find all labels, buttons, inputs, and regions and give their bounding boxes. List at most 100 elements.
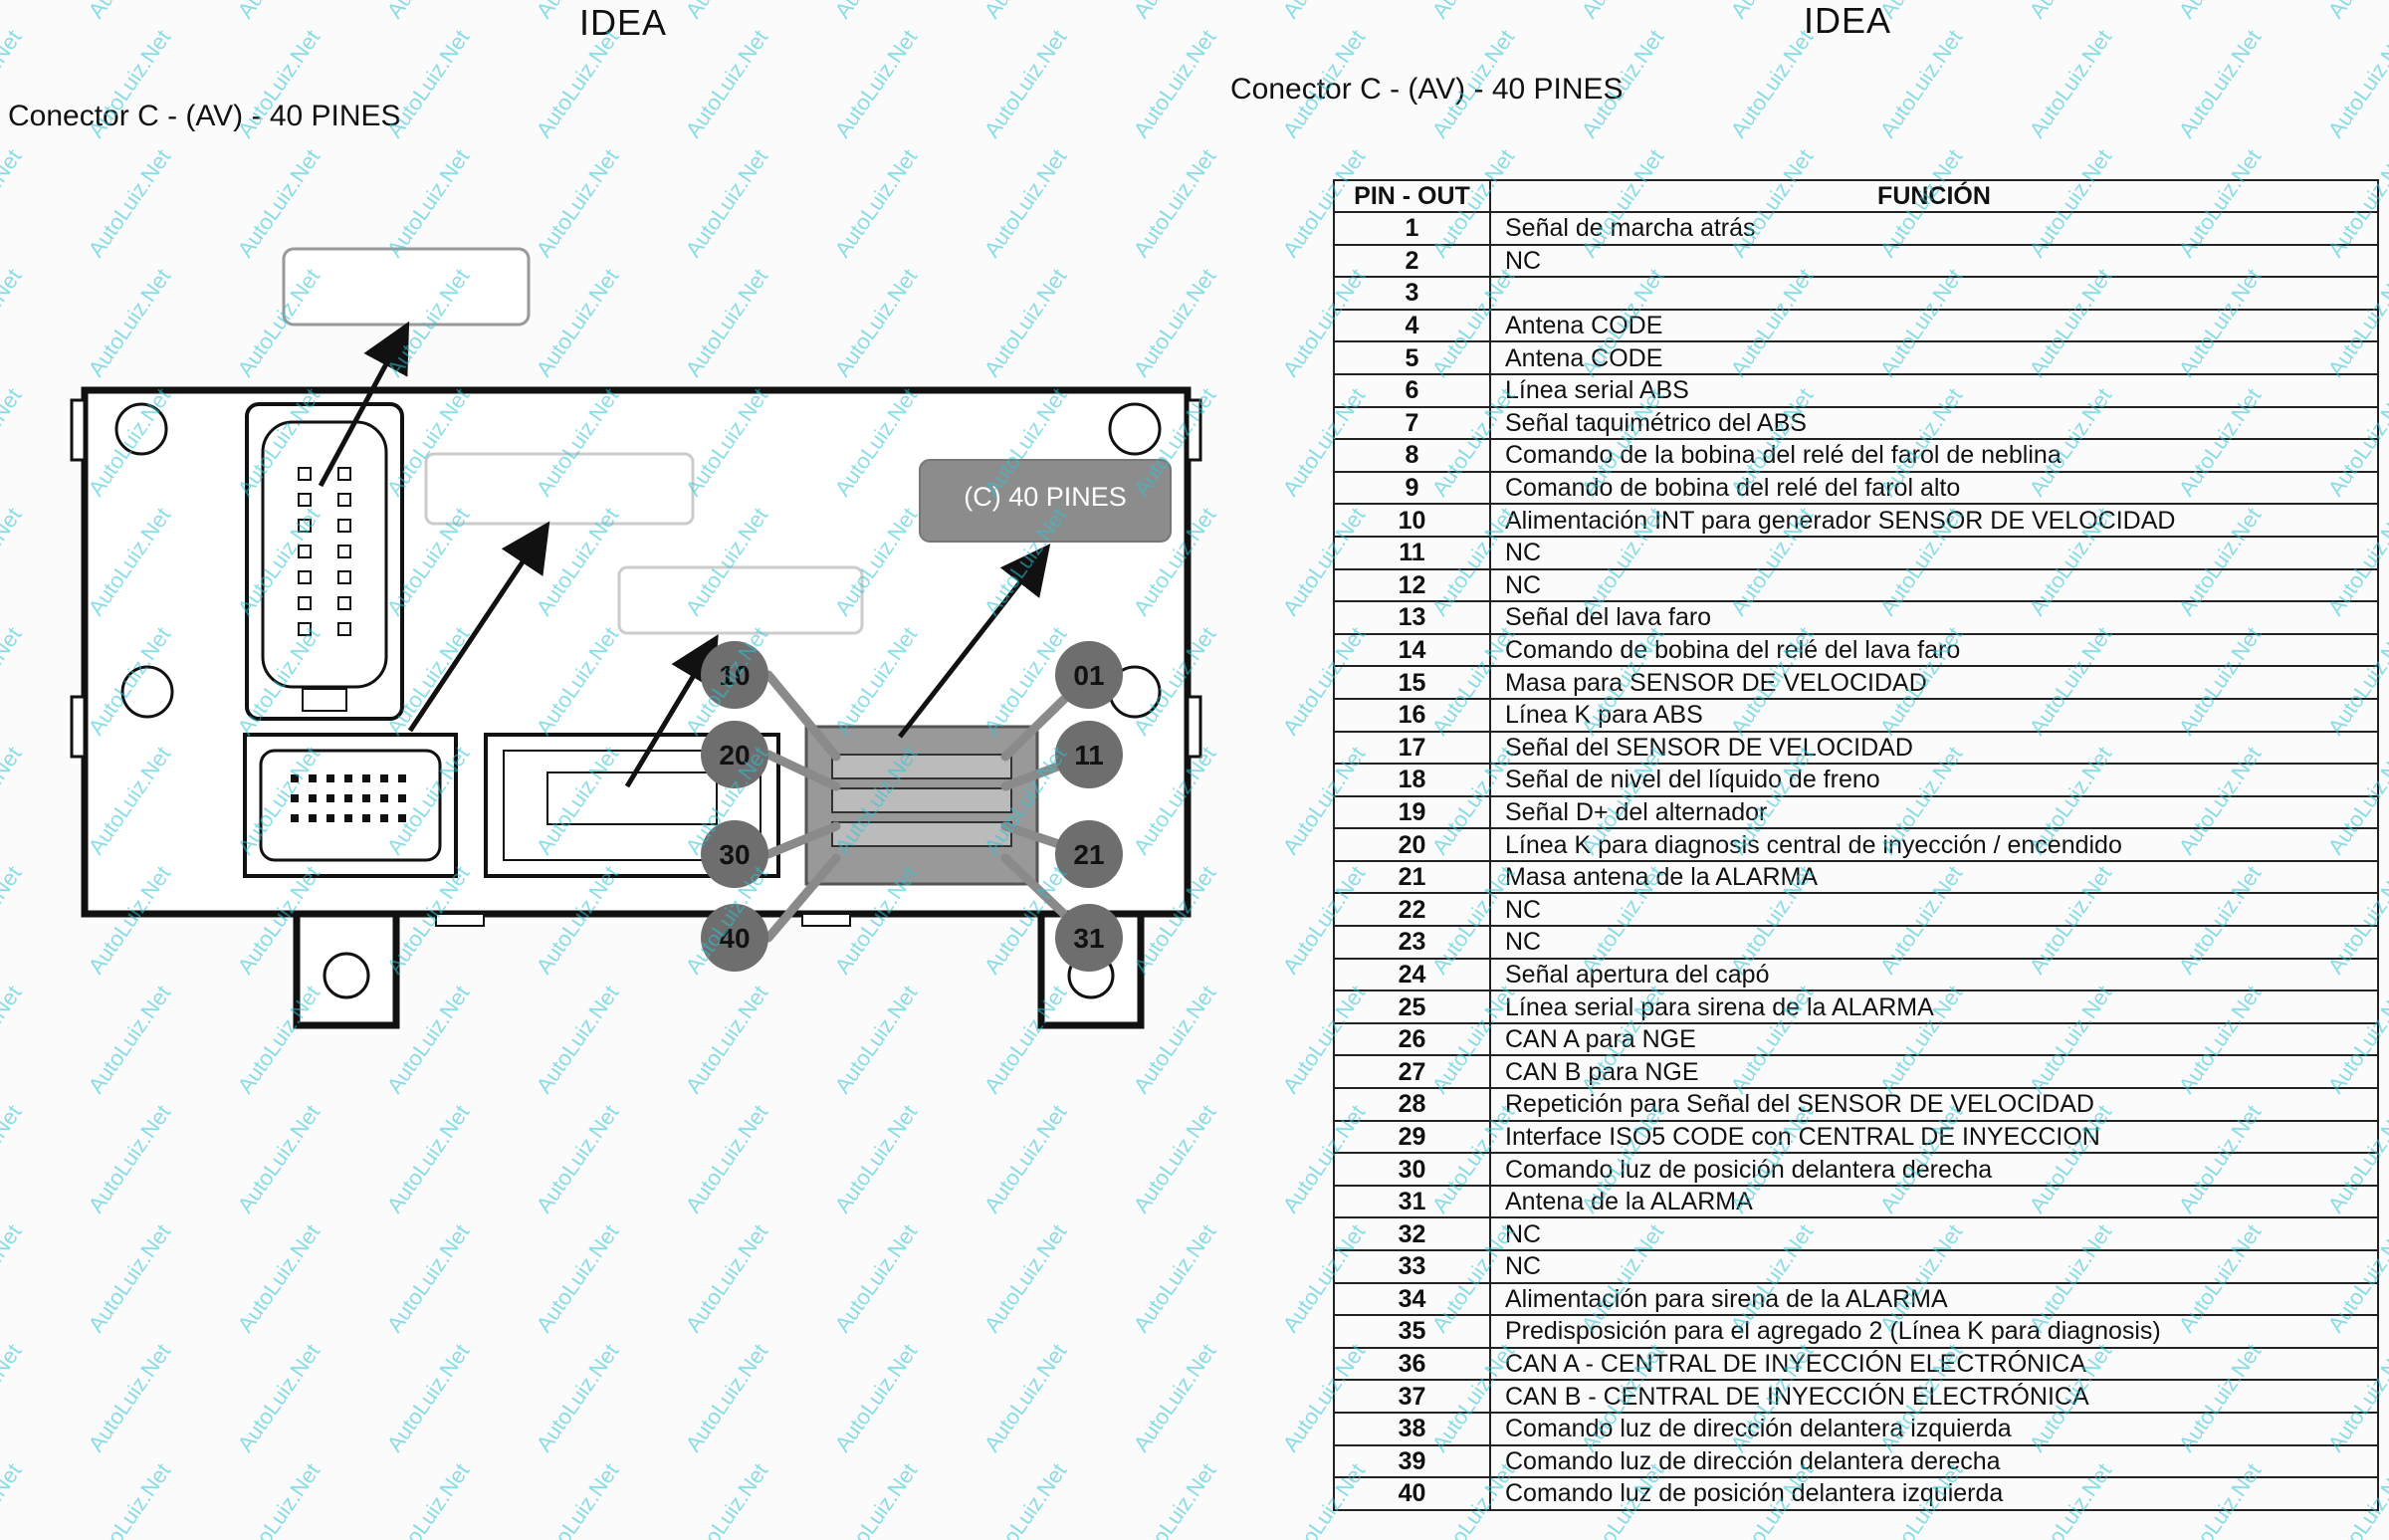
pin-number-cell: 35 (1333, 1314, 1491, 1349)
pin-number-cell: 8 (1333, 438, 1491, 473)
watermark-text: AutoLuiz.Net (1278, 0, 1371, 23)
pin-number-cell: 10 (1333, 503, 1491, 538)
watermark-text: AutoLuiz.Net (2323, 25, 2389, 142)
pin-number-cell: 36 (1333, 1346, 1491, 1382)
pin-function-cell: Predisposición para el agregado 2 (Línea… (1489, 1314, 2379, 1349)
pin-function-cell: Antena CODE (1489, 308, 2379, 343)
pin-function-cell: Interface ISO5 CODE con CENTRAL DE INYEC… (1489, 1119, 2379, 1155)
pin-function-cell: Señal de marcha atrás (1489, 211, 2379, 246)
pin-number-cell: 22 (1333, 892, 1491, 928)
pin-function-cell: Línea serial para sirena de la ALARMA (1489, 990, 2379, 1024)
empty-label-box (282, 247, 531, 327)
pin-number-cell: 1 (1333, 211, 1491, 246)
pin-marker: 40 (701, 904, 768, 972)
pin-marker-label: 40 (719, 923, 750, 954)
pin-marker-label: 31 (1073, 923, 1104, 954)
arrow-to-label (898, 544, 1051, 739)
pin-number-cell: 39 (1333, 1443, 1491, 1479)
pin-number-cell: 34 (1333, 1281, 1491, 1317)
pin-function-cell: Masa antena de la ALARMA (1489, 859, 2379, 895)
pin-marker: 20 (701, 721, 768, 788)
arrow-to-label (318, 321, 410, 488)
pin-number-cell: 29 (1333, 1119, 1491, 1155)
pin-number-cell: 19 (1333, 794, 1491, 830)
watermark-text: AutoLuiz.Net (1427, 0, 1520, 23)
pin-number-cell: 9 (1333, 470, 1491, 506)
pin-number-cell: 24 (1333, 957, 1491, 992)
pin-function-cell: NC (1489, 1216, 2379, 1251)
pin-number-cell: 15 (1333, 665, 1491, 700)
pin-function-cell: Comando de la bobina del relé del farol … (1489, 438, 2379, 473)
pin-function-cell: Repetición para Señal del SENSOR DE VELO… (1489, 1087, 2379, 1122)
empty-label-box (424, 452, 695, 526)
pin-marker: 31 (1055, 904, 1123, 972)
pin-number-cell: 17 (1333, 730, 1491, 766)
pin-number-cell: 20 (1333, 827, 1491, 862)
pin-function-cell: CAN B - CENTRAL DE INYECCIÓN ELECTRÓNICA (1489, 1379, 2379, 1414)
pin-marker-circle (1055, 641, 1123, 709)
pin-marker-circle (701, 721, 768, 788)
pin-number-cell: 40 (1333, 1476, 1491, 1511)
pin-marker-label: 01 (1073, 660, 1104, 691)
pin-number-cell: 13 (1333, 600, 1491, 635)
pin-function-cell: Alimentación INT para generador SENSOR D… (1489, 503, 2379, 538)
pin-marker-circle (701, 904, 768, 972)
pin-function-cell: Línea K para ABS (1489, 697, 2379, 733)
pin-number-cell: 14 (1333, 632, 1491, 668)
pin-marker-label: 21 (1073, 839, 1104, 870)
right-connector-title: Conector C - (AV) - 40 PINES (1230, 73, 1624, 106)
pin-function-cell: NC (1489, 535, 2379, 570)
pin-function-cell: CAN A para NGE (1489, 1021, 2379, 1057)
pin-marker-circle (1055, 721, 1123, 788)
pin-number-cell: 4 (1333, 308, 1491, 343)
pin-number-cell: 31 (1333, 1184, 1491, 1219)
pin-number-cell: 16 (1333, 697, 1491, 733)
pin-number-cell: 23 (1333, 925, 1491, 960)
pin-number-cell: 26 (1333, 1021, 1491, 1057)
pin-number-cell: 32 (1333, 1216, 1491, 1251)
pin-number-cell: 5 (1333, 340, 1491, 375)
pin-function-cell: Señal apertura del capó (1489, 957, 2379, 992)
pin-function-cell: Señal D+ del alternador (1489, 794, 2379, 830)
pin-number-cell: 25 (1333, 990, 1491, 1024)
watermark-text: AutoLuiz.Net (2025, 25, 2117, 142)
pin-number-cell: 11 (1333, 535, 1491, 570)
pin-function-cell: Comando luz de dirección delantera derec… (1489, 1443, 2379, 1479)
pin-number-cell: 33 (1333, 1249, 1491, 1284)
left-connector-title: Conector C - (AV) - 40 PINES (8, 100, 401, 132)
pin-marker-circle (1055, 904, 1123, 972)
pin-function-cell: Señal de nivel del líquido de freno (1489, 763, 2379, 797)
pin-marker: 21 (1055, 820, 1123, 888)
pin-function-cell: Señal del SENSOR DE VELOCIDAD (1489, 730, 2379, 766)
pin-number-cell: 12 (1333, 567, 1491, 603)
pin-number-cell: 30 (1333, 1152, 1491, 1187)
pin-function-cell: CAN B para NGE (1489, 1054, 2379, 1090)
header-funcion: FUNCIÓN (1489, 179, 2379, 213)
mounting-hole (120, 665, 174, 719)
pin-number-cell: 6 (1333, 372, 1491, 408)
pin-marker-label: 10 (719, 660, 750, 691)
pin-function-cell: NC (1489, 892, 2379, 928)
pin-function-cell: Antena de la ALARMA (1489, 1184, 2379, 1219)
connector-c-label: (C) 40 PINES (964, 482, 1127, 512)
